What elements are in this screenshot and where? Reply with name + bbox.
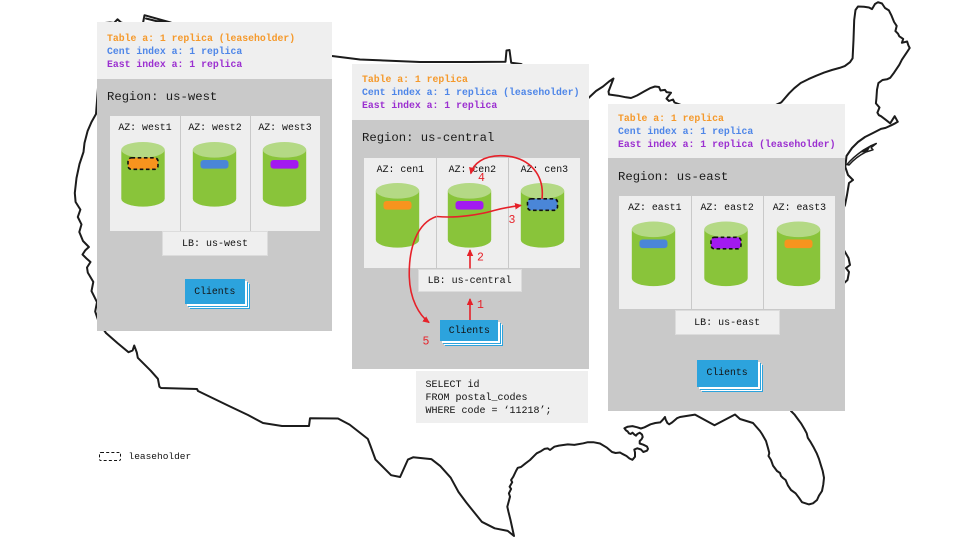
svg-text:5: 5 — [423, 336, 430, 349]
svg-text:2: 2 — [477, 252, 484, 265]
svg-text:4: 4 — [478, 172, 485, 185]
svg-text:3: 3 — [509, 214, 516, 227]
svg-text:1: 1 — [477, 299, 484, 312]
